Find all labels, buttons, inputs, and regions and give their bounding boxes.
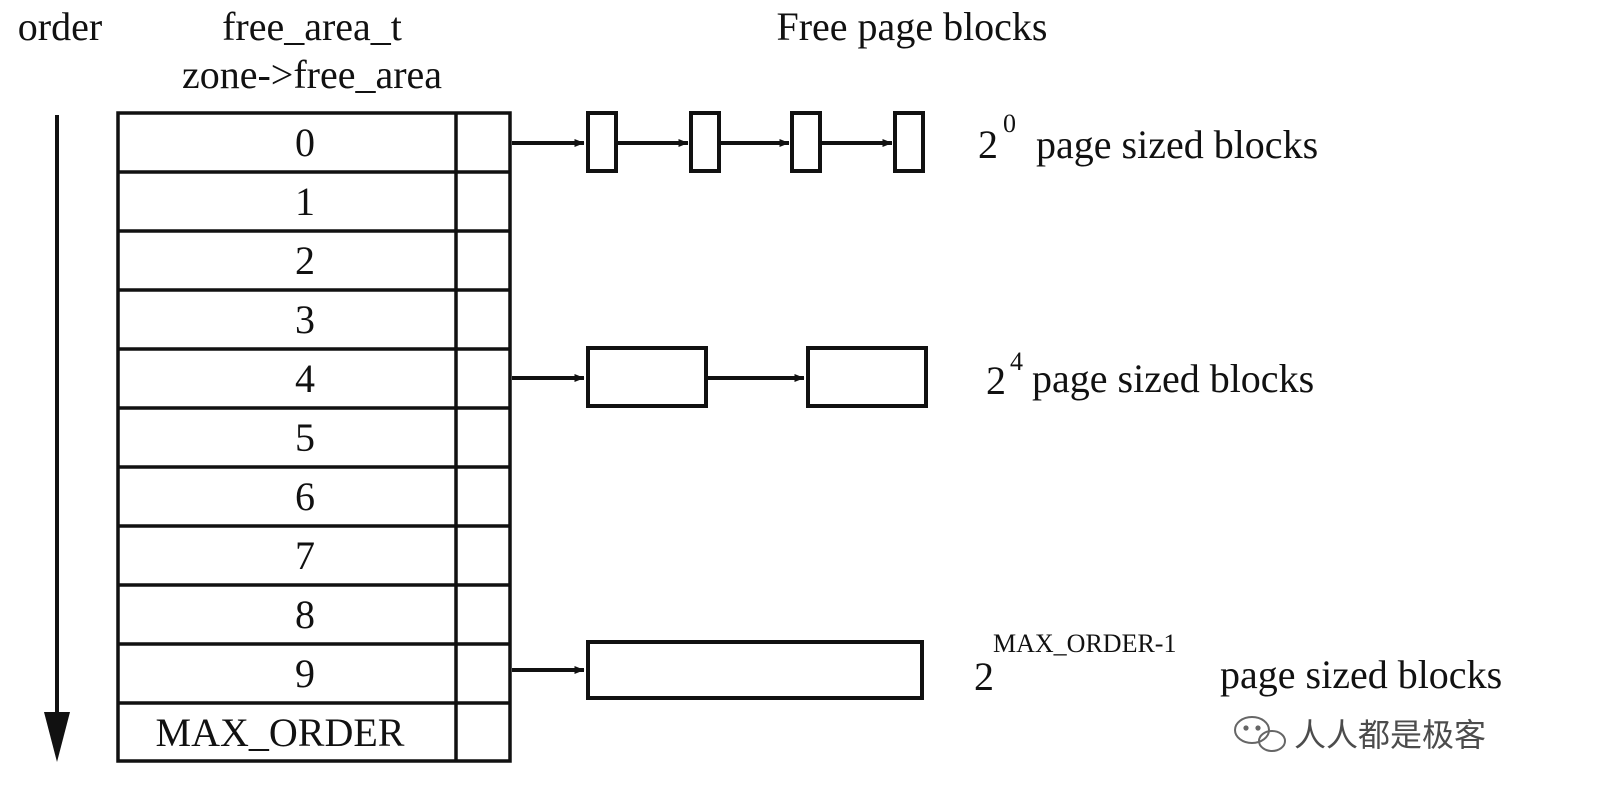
free-area-table	[116, 111, 512, 763]
order-max-exponent: MAX_ORDER-1	[993, 629, 1176, 658]
watermark: 人人都是极客	[1234, 716, 1486, 754]
blocks-label: Free page blocks	[776, 4, 1047, 49]
order-max-block-list	[512, 640, 924, 700]
table-row-label: 5	[295, 415, 315, 460]
chat-bubble-icon	[1234, 716, 1286, 752]
order-4-base: 2	[986, 358, 1006, 403]
table-row-label: 0	[295, 120, 315, 165]
order-arrow	[44, 115, 70, 762]
order-label: order	[18, 4, 102, 49]
table-row-labels: 0 1 2 3 4 5 6 7 8 9 MAX_ORDER	[156, 120, 405, 755]
order-4-block-list	[512, 346, 928, 408]
table-row-label: 6	[295, 474, 315, 519]
table-row-label: 9	[295, 651, 315, 696]
order-0-exponent: 0	[1003, 109, 1016, 138]
watermark-text: 人人都是极客	[1294, 716, 1486, 754]
array-label: zone->free_area	[182, 52, 442, 97]
table-row-label: 1	[295, 179, 315, 224]
order-0-base: 2	[978, 122, 998, 167]
table-row-label: 7	[295, 533, 315, 578]
table-row-label: MAX_ORDER	[156, 710, 405, 755]
table-row-label: 4	[295, 356, 315, 401]
struct-label: free_area_t	[222, 4, 402, 49]
table-row-label: 3	[295, 297, 315, 342]
order-4-exponent: 4	[1010, 347, 1023, 376]
order-max-caption: page sized blocks	[1220, 652, 1502, 697]
order-max-base: 2	[974, 654, 994, 699]
table-row-label: 8	[295, 592, 315, 637]
order-0-block-list	[512, 111, 925, 173]
order-4-caption: page sized blocks	[1032, 356, 1314, 401]
table-row-label: 2	[295, 238, 315, 283]
order-0-caption: page sized blocks	[1036, 122, 1318, 167]
